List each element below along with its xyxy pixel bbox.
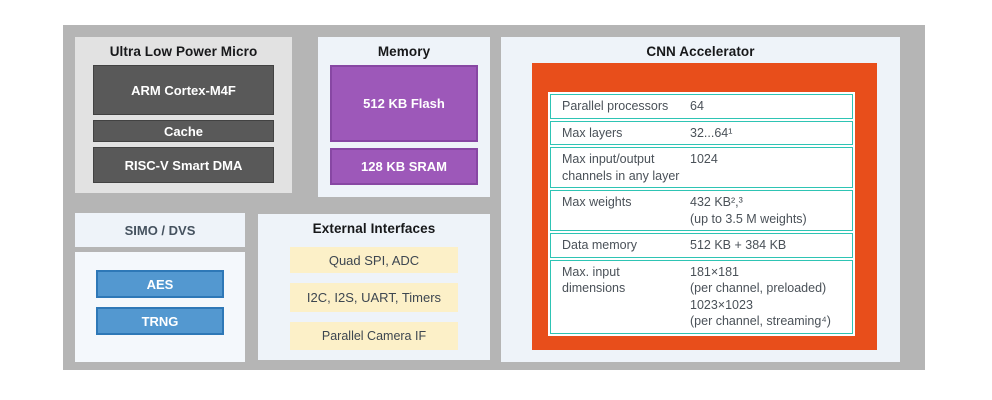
external-interfaces-panel: External Interfaces Quad SPI, ADC I2C, I… [258,214,490,360]
spec-row-data-memory: Data memory 512 KB + 384 KB [550,233,853,258]
spec-row-max-input-dimensions: Max. input dimensions 181×181 (per chann… [550,259,853,334]
ultra-low-power-micro-panel: Ultra Low Power Micro ARM Cortex-M4F Cac… [75,37,292,193]
external-block-group: Quad SPI, ADC I2C, I2S, UART, Timers Par… [258,247,490,350]
spec-label: Max weights [562,195,632,209]
sram-block: 128 KB SRAM [330,148,478,185]
spec-value: 64 [690,99,704,113]
security-block-group: AES TRNG [75,252,245,335]
memory-block-group: 512 KB Flash 128 KB SRAM [330,65,478,185]
spec-value: 32...64¹ [690,125,733,140]
trng-block: TRNG [96,307,224,335]
spec-value: 181×181 (per channel, preloaded) 1023×10… [690,264,831,329]
simo-dvs-label: SIMO / DVS [124,222,196,238]
memory-panel-title: Memory [377,44,431,59]
memory-panel: Memory 512 KB Flash 128 KB SRAM [318,37,490,197]
ulp-block-group: ARM Cortex-M4F Cache RISC-V Smart DMA [93,65,274,183]
cnn-accelerator-core-box: Parallel processors 64 Max layers 32...6… [532,63,877,350]
spec-label: Data memory [562,238,638,252]
spec-label: Max layers [562,125,623,140]
spec-label: Max. input dimensions [562,264,626,296]
parallel-camera-if-block: Parallel Camera IF [290,322,458,350]
simo-dvs-panel: SIMO / DVS [75,213,245,247]
spec-row-max-layers: Max layers 32...64¹ [550,120,853,145]
security-panel: AES TRNG [75,252,245,362]
cnn-spec-table: Parallel processors 64 Max layers 32...6… [548,92,855,336]
spec-row-max-io-channels: Max input/output channels in any layer 1… [550,147,853,188]
external-interfaces-title: External Interfaces [312,221,436,236]
spec-row-parallel-processors: Parallel processors 64 [550,94,853,119]
spec-label: Parallel processors [562,99,669,113]
ulp-panel-title: Ultra Low Power Micro [109,44,258,59]
cache-block: Cache [93,120,274,142]
spec-value: 1024 [690,152,718,166]
spec-row-max-weights: Max weights 432 KB²,³ (up to 3.5 M weigh… [550,190,853,231]
cnn-accelerator-panel: CNN Accelerator Parallel processors 64 M… [501,37,900,362]
spec-value: 432 KB²,³ (up to 3.5 M weights) [690,195,807,226]
arm-cortex-m4f-block: ARM Cortex-M4F [93,65,274,115]
flash-block: 512 KB Flash [330,65,478,142]
quad-spi-adc-block: Quad SPI, ADC [290,247,458,273]
spec-value: 512 KB + 384 KB [690,238,787,252]
aes-block: AES [96,270,224,298]
riscv-smart-dma-block: RISC-V Smart DMA [93,147,274,183]
chip-board: Ultra Low Power Micro ARM Cortex-M4F Cac… [63,25,925,370]
spec-label: Max input/output channels in any layer [562,152,680,183]
i2c-i2s-uart-timers-block: I2C, I2S, UART, Timers [290,283,458,312]
cnn-accelerator-title: CNN Accelerator [646,44,755,59]
